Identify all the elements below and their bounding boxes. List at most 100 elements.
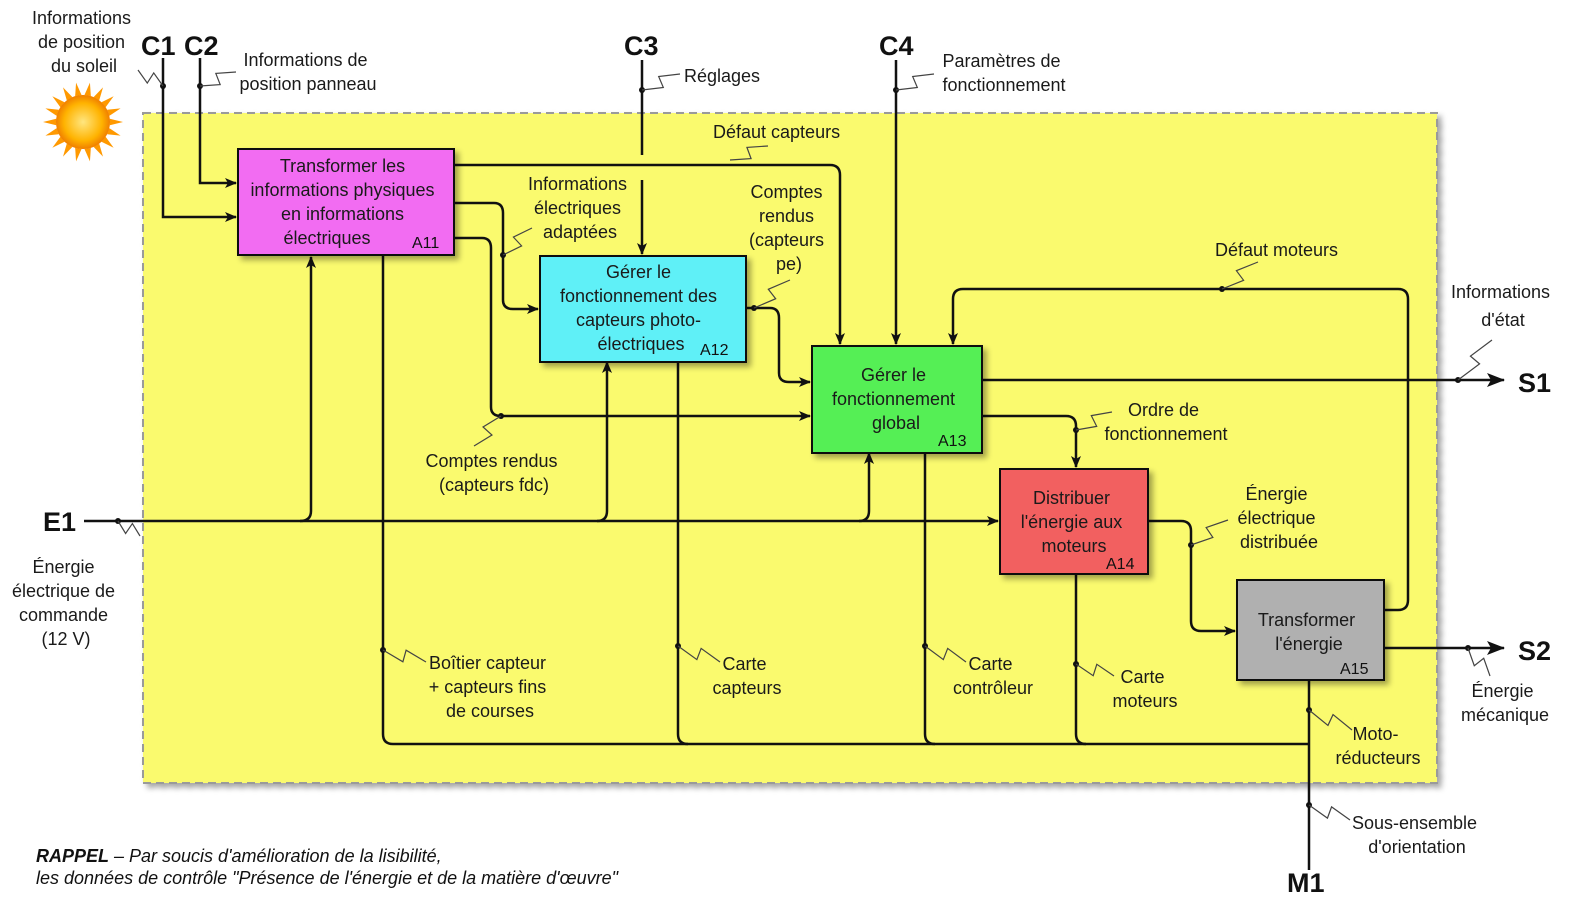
leader-zigzag — [473, 415, 502, 447]
label-boitier-l2: + capteurs fins — [429, 677, 547, 697]
a12-line2: fonctionnement des — [560, 286, 717, 306]
leader-zigzag — [677, 645, 721, 663]
sun-ray — [84, 147, 91, 162]
leader-zigzag — [1190, 519, 1229, 546]
a12-line3: capteurs photo- — [576, 310, 701, 330]
a15-line1: Transformer — [1258, 610, 1355, 630]
label-info-elec-l2: électriques — [534, 198, 621, 218]
sun-ray — [63, 87, 73, 101]
label-energie-cmd: Énergie électrique de commande (12 V) — [12, 557, 120, 649]
label-carte-controleur-l2: contrôleur — [953, 678, 1033, 698]
label-carte-controleur: Carte contrôleur — [953, 654, 1033, 698]
label-boitier: Boîtier capteur + capteurs fins de cours… — [429, 653, 552, 721]
label-sous-ensemble-l2: d'orientation — [1368, 837, 1466, 857]
box-a15[interactable]: Transformer l'énergie A15 — [1236, 579, 1385, 681]
a12-line1: Gérer le — [606, 262, 671, 282]
label-energie-cmd-l1: Énergie — [32, 557, 94, 577]
leader-zigzag — [641, 73, 681, 91]
sun-ray — [75, 147, 82, 162]
label-comptes-fdc: Comptes rendus (capteurs fdc) — [425, 451, 562, 495]
box-a13[interactable]: Gérer le fonctionnement global A13 — [811, 345, 983, 454]
label-ordre-l1: Ordre de — [1128, 400, 1199, 420]
label-comptes-pe-l3: (capteurs — [749, 230, 824, 250]
leader-zigzag — [1467, 647, 1491, 677]
label-boitier-l1: Boîtier capteur — [429, 653, 546, 673]
label-defaut-capteurs: Défaut capteurs — [713, 122, 840, 142]
svg-text:Distribuer l'énergie aux: Distribuer l'énergie aux moteurs — [1021, 488, 1128, 556]
label-info-soleil-l2: de position — [38, 32, 125, 52]
label-energie-dist-l3: distribuée — [1240, 532, 1318, 552]
label-energie-meca-l1: Énergie — [1471, 681, 1533, 701]
sun-ray — [101, 136, 114, 148]
label-info-elec-l3: adaptées — [543, 222, 617, 242]
label-energie-dist: Énergie électrique distribuée — [1237, 484, 1320, 552]
leader-zigzag — [1075, 663, 1115, 677]
note-line2: les données de contrôle "Présence de l'é… — [36, 868, 620, 888]
box-a12[interactable]: Gérer le fonctionnement des capteurs pho… — [539, 255, 747, 363]
label-carte-controleur-l1: Carte — [968, 654, 1012, 674]
svg-text:Gérer le fonctionnement: Gérer le fonctionnement global — [832, 365, 960, 433]
label-info-elec: Informations électriques adaptées — [528, 174, 632, 242]
a11-line3: en informations — [281, 204, 404, 224]
leader-zigzag — [895, 73, 935, 91]
sun-ray — [93, 87, 103, 101]
sun-ray — [107, 108, 121, 116]
leader-zigzag — [382, 649, 427, 663]
label-info-elec-l1: Informations — [528, 174, 627, 194]
a15-code: A15 — [1340, 661, 1369, 678]
sun-ray — [109, 118, 123, 126]
label-comptes-pe-l1: Comptes — [750, 182, 822, 202]
label-parametres: Paramètres de fonctionnement — [942, 51, 1065, 95]
box-a11-rect — [237, 148, 455, 256]
box-a14[interactable]: Distribuer l'énergie aux moteurs A14 — [999, 468, 1149, 575]
label-energie-meca-l2: mécanique — [1461, 705, 1549, 725]
a14-line1: Distribuer — [1033, 488, 1110, 508]
label-comptes-pe: Comptes rendus (capteurs pe) — [749, 182, 829, 274]
a11-line2: informations physiques — [250, 180, 434, 200]
label-comptes-pe-l2: rendus — [759, 206, 814, 226]
a14-line2: l'énergie aux — [1021, 512, 1123, 532]
box-a11[interactable]: Transformer les informations physiques e… — [237, 148, 455, 256]
a11-line1: Transformer les — [280, 156, 405, 176]
flow-e1: E1 — [43, 507, 76, 537]
flow-s1: S1 — [1518, 368, 1551, 398]
flow-m1: M1 — [1287, 868, 1325, 898]
a13-code: A13 — [938, 433, 967, 450]
sun-ray — [45, 108, 59, 116]
leader-zigzag — [502, 227, 533, 256]
label-info-soleil-l1: Informations — [32, 8, 131, 28]
a13-line2: fonctionnement — [832, 389, 955, 409]
sun-ray — [75, 82, 82, 97]
label-info-panneau: Informations de position panneau — [239, 50, 376, 94]
flow-c2: C2 — [184, 31, 219, 61]
label-moto-l2: réducteurs — [1335, 748, 1420, 768]
label-moto: Moto- réducteurs — [1335, 724, 1420, 768]
label-carte-capteurs-l1: Carte — [722, 654, 766, 674]
sun-icon — [43, 82, 123, 162]
label-comptes-fdc-l2: (capteurs fdc) — [439, 475, 549, 495]
leader-zigzag — [1457, 339, 1493, 381]
label-energie-cmd-l2: électrique de — [12, 581, 115, 601]
a13-line3: global — [872, 413, 920, 433]
label-moto-l1: Moto- — [1352, 724, 1398, 744]
a12-code: A12 — [700, 342, 729, 359]
a13-line1: Gérer le — [861, 365, 926, 385]
sun-ray — [93, 143, 103, 157]
label-info-soleil: Informations de position du soleil — [32, 8, 136, 76]
label-info-etat-l1: Informations — [1451, 282, 1550, 302]
label-info-soleil-l3: du soleil — [51, 56, 117, 76]
svg-text:Transformer les informat: Transformer les informations physiques e… — [250, 156, 439, 248]
sun-ray — [52, 96, 65, 108]
label-sous-ensemble: Sous-ensemble d'orientation — [1352, 813, 1482, 857]
sun-ray — [45, 128, 59, 136]
leader-zigzag — [1308, 709, 1353, 731]
label-defaut-moteurs: Défaut moteurs — [1215, 240, 1338, 260]
a11-line4: électriques — [283, 228, 370, 248]
svg-text:Transformer l'énergie: Transformer l'énergie — [1258, 610, 1360, 654]
leader-zigzag — [753, 279, 791, 309]
note-line1-text: – Par soucis d'amélioration de la lisibi… — [109, 846, 442, 866]
label-parametres-l1: Paramètres de — [942, 51, 1060, 71]
a12-line4: électriques — [597, 334, 684, 354]
note-line1: RAPPEL – Par soucis d'amélioration de la… — [36, 846, 442, 866]
